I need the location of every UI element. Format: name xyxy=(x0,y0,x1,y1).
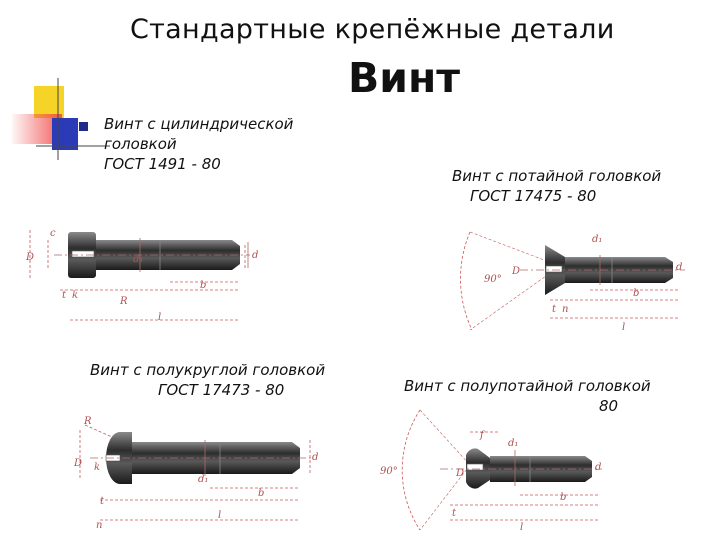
svg-text:d₁: d₁ xyxy=(508,438,518,449)
caption-screw-3-line1: Винт с полукруглой головкой xyxy=(90,361,326,379)
svg-text:l: l xyxy=(622,322,625,333)
screw-drawing-cylindrical-head: D d₁ d b k R t l c xyxy=(25,228,258,323)
screw-drawing-round-head: R D d₁ d b k t l n xyxy=(73,416,318,531)
svg-text:90°: 90° xyxy=(484,274,502,285)
svg-text:k: k xyxy=(72,290,78,301)
caption-screw-4: Винт с полупотайной головкой 80 xyxy=(404,376,651,416)
caption-screw-2-line1: Винт с потайной головкой xyxy=(452,167,662,185)
svg-text:l: l xyxy=(520,522,523,533)
svg-text:t: t xyxy=(62,290,67,301)
svg-text:d: d xyxy=(595,462,601,473)
svg-text:D: D xyxy=(25,252,34,263)
svg-text:d: d xyxy=(312,452,318,463)
svg-text:t: t xyxy=(552,304,557,315)
svg-text:d: d xyxy=(676,262,682,273)
svg-text:R: R xyxy=(119,296,128,307)
svg-text:b: b xyxy=(200,280,206,291)
svg-text:n: n xyxy=(562,304,568,315)
svg-text:f: f xyxy=(479,430,486,441)
svg-text:d₁: d₁ xyxy=(133,254,143,265)
svg-text:k: k xyxy=(94,462,100,473)
svg-text:t: t xyxy=(452,508,457,519)
svg-text:b: b xyxy=(560,492,566,503)
bullet-square-icon xyxy=(79,122,88,131)
svg-text:D: D xyxy=(73,458,82,469)
svg-text:b: b xyxy=(633,288,639,299)
svg-text:d: d xyxy=(252,250,258,261)
svg-text:b: b xyxy=(258,488,264,499)
svg-text:n: n xyxy=(96,520,102,531)
svg-text:d₁: d₁ xyxy=(592,234,602,245)
caption-screw-1: Винт с цилиндрической головкой ГОСТ 1491… xyxy=(104,114,293,174)
svg-text:R: R xyxy=(83,416,92,427)
caption-screw-3: Винт с полукруглой головкой ГОСТ 17473 -… xyxy=(90,360,325,400)
slide-title: Стандартные крепёжные детали xyxy=(130,14,615,45)
svg-text:c: c xyxy=(50,228,56,239)
caption-screw-4-line1: Винт с полупотайной головкой xyxy=(404,377,651,395)
caption-screw-3-line2: ГОСТ 17473 - 80 xyxy=(158,381,285,399)
slide-subtitle: Винт xyxy=(348,54,461,102)
svg-text:l: l xyxy=(218,510,221,521)
screw-drawing-raised-countersunk-head: f D d₁ d b t l 90° xyxy=(380,409,602,533)
svg-text:t: t xyxy=(100,496,105,507)
caption-screw-4-line2: 80 xyxy=(599,397,619,415)
screw-drawing-countersunk-head: D d₁ d b t l n 90° xyxy=(460,231,685,333)
svg-text:l: l xyxy=(158,312,161,323)
caption-screw-1-line2: головкой xyxy=(104,135,177,153)
caption-screw-1-line3: ГОСТ 1491 - 80 xyxy=(104,155,221,173)
svg-text:D: D xyxy=(511,266,520,277)
caption-screw-2: Винт с потайной головкой ГОСТ 17475 - 80 xyxy=(452,166,661,206)
caption-screw-2-line2: ГОСТ 17475 - 80 xyxy=(470,187,597,205)
caption-screw-1-line1: Винт с цилиндрической xyxy=(104,115,294,133)
corner-decoration xyxy=(12,78,110,160)
svg-text:D: D xyxy=(455,468,464,479)
svg-text:d₁: d₁ xyxy=(198,474,208,485)
svg-text:90°: 90° xyxy=(380,466,398,477)
